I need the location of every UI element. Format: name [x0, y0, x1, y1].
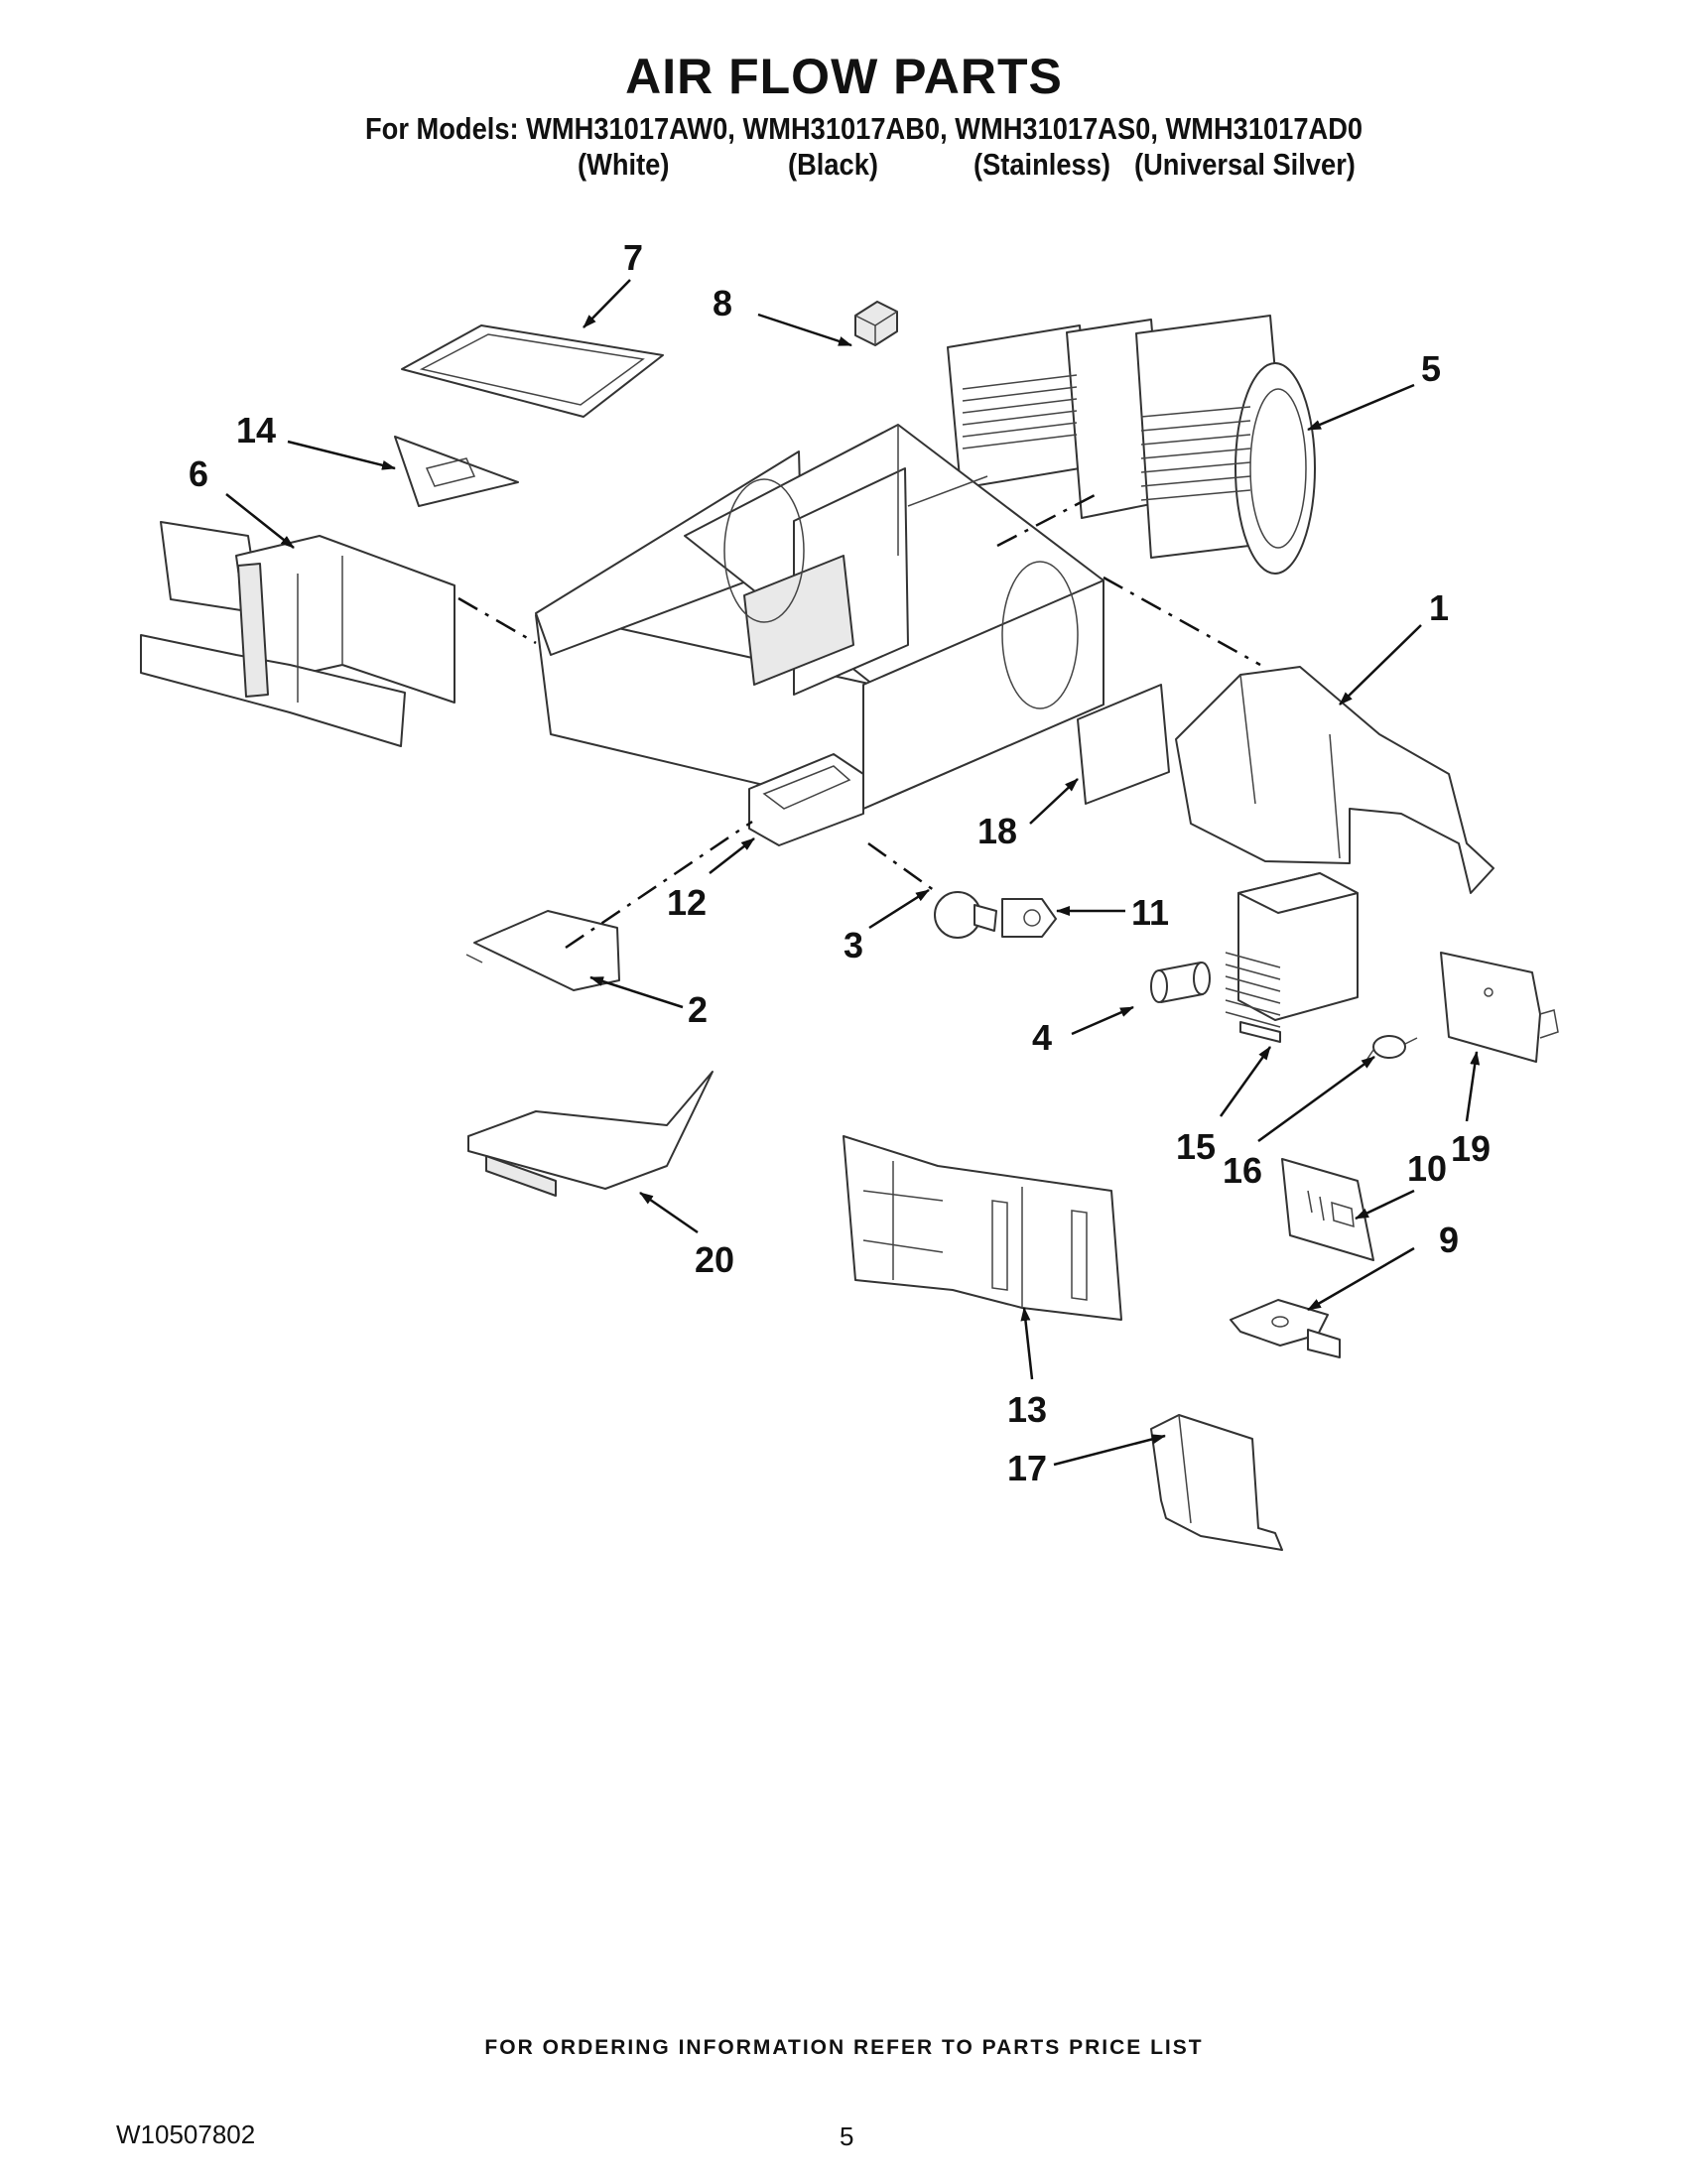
- part-20-base-plate: [467, 1071, 714, 1197]
- callout-13: 13: [1007, 1389, 1047, 1430]
- callout-9: 9: [1439, 1220, 1459, 1260]
- callout-20: 20: [695, 1239, 734, 1280]
- part-15-transformer: [1225, 872, 1359, 1043]
- main-housing: [535, 424, 1104, 810]
- part-11-socket: [1001, 898, 1057, 938]
- part-18-plate: [1077, 684, 1170, 805]
- part-12-lamp-housing: [748, 753, 864, 846]
- part-9-bracket: [1230, 1299, 1341, 1358]
- part-13-vent-grille: [843, 1135, 1122, 1321]
- callout-3: 3: [844, 925, 863, 965]
- part-1-air-duct: [1175, 666, 1494, 894]
- part-17-vent-duct: [1150, 1414, 1283, 1551]
- finish-black: (Black): [788, 147, 878, 182]
- finish-white: (White): [578, 147, 670, 182]
- callout-15: 15: [1176, 1126, 1216, 1167]
- callout-7: 7: [623, 237, 643, 278]
- part-5-blower: [947, 315, 1316, 575]
- finish-stainless: (Stainless): [974, 147, 1110, 182]
- callout-19: 19: [1451, 1128, 1491, 1169]
- leader-lines: [225, 279, 1481, 1467]
- document-number: W10507802: [116, 2120, 256, 2149]
- ordering-note: FOR ORDERING INFORMATION REFER TO PARTS …: [484, 2036, 1204, 2059]
- callout-10: 10: [1407, 1148, 1447, 1189]
- part-14-plate: [394, 436, 519, 507]
- callout-8: 8: [713, 283, 732, 323]
- callout-5: 5: [1421, 348, 1441, 389]
- part-7-filter: [401, 324, 664, 418]
- callout-2: 2: [688, 989, 708, 1030]
- page-title: AIR FLOW PARTS: [625, 49, 1063, 104]
- callout-6: 6: [189, 453, 208, 494]
- callout-14: 14: [236, 410, 276, 450]
- part-8-switch: [854, 301, 898, 346]
- part-16-thermostat: [1364, 1035, 1418, 1063]
- callout-1: 1: [1429, 587, 1449, 628]
- callout-11: 11: [1131, 892, 1169, 933]
- callout-16: 16: [1223, 1150, 1262, 1191]
- models-line: For Models: WMH31017AW0, WMH31017AB0, WM…: [365, 111, 1363, 146]
- callout-12: 12: [667, 882, 707, 923]
- callout-18: 18: [977, 811, 1017, 851]
- finish-universal-silver: (Universal Silver): [1134, 147, 1356, 182]
- part-6-air-guide: [140, 521, 455, 747]
- assembly-lines: [457, 492, 1261, 950]
- part-10-label: [1281, 1158, 1374, 1261]
- callout-numbers: 1 2 3 4 5 6 7 8 9 10 11 12 13 14 15 16 1…: [189, 237, 1491, 1488]
- part-3-lamp: [934, 891, 997, 939]
- part-4-capacitor: [1150, 962, 1211, 1003]
- page-number: 5: [840, 2121, 854, 2151]
- part-19-bracket: [1440, 952, 1559, 1063]
- callout-4: 4: [1032, 1017, 1052, 1058]
- callout-17: 17: [1007, 1448, 1047, 1488]
- part-2-plate: [465, 910, 620, 991]
